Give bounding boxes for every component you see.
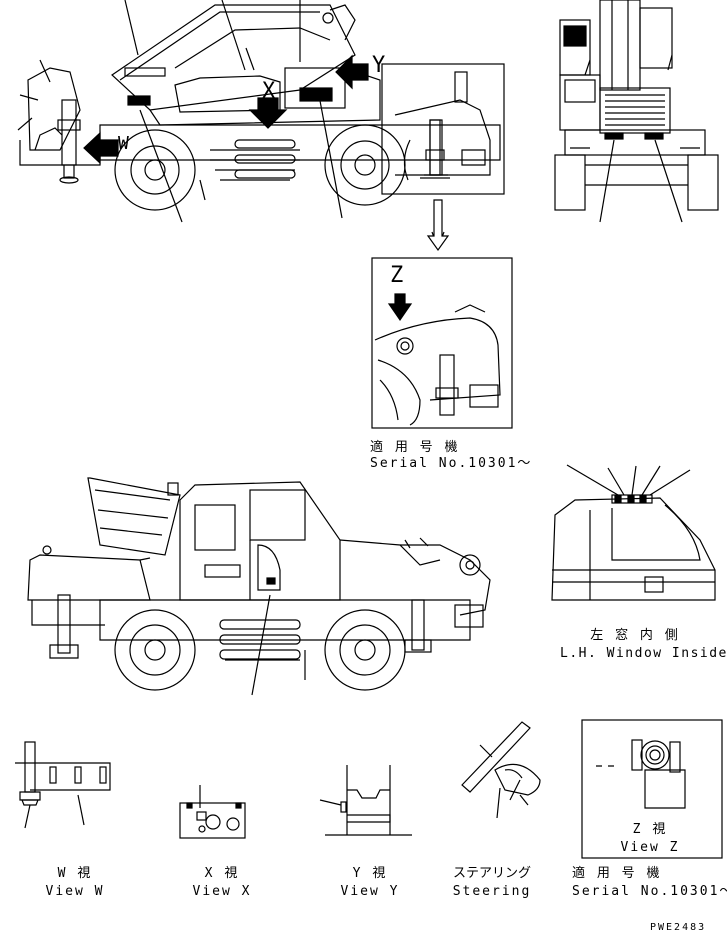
crane-front-view [554, 0, 719, 223]
lh-window-view [551, 464, 716, 601]
view-x-label-en: View X [192, 884, 252, 899]
callout-y: Y [372, 53, 386, 78]
view-z-label-jp: Z 視 [632, 822, 668, 837]
steering-label-en: Steering [452, 884, 532, 899]
view-x-label-jp: X 視 [204, 866, 240, 881]
view-z-label-en: View Z [620, 840, 680, 855]
callout-x: X [262, 79, 276, 104]
view-y-label-en: View Y [340, 884, 400, 899]
callout-z: Z [390, 263, 404, 288]
serial-applicable-label-1: 適 用 号 機 [370, 440, 460, 455]
view-w-label-jp: W 視 [57, 866, 93, 881]
crane-side-view-bottom [27, 477, 491, 696]
lh-window-label-jp: 左 窓 内 側 [590, 628, 680, 643]
view-w-label-en: View W [45, 884, 105, 899]
view-x-detail [179, 785, 246, 839]
lh-window-label-en: L.H. Window Inside [560, 646, 727, 661]
inset-front-detail [381, 63, 505, 252]
callout-w: W [118, 133, 129, 154]
view-z-detail [581, 719, 723, 859]
view-y-detail [319, 765, 412, 836]
serial-applicable-label-2: 適 用 号 機 [572, 866, 662, 881]
serial-number-2: Serial No.10301～ [572, 884, 727, 899]
view-y-label-jp: Y 視 [352, 866, 388, 881]
inset-z-view [371, 257, 513, 429]
view-w-detail [15, 741, 111, 829]
drawing-code: PWE2483 [650, 922, 707, 933]
crane-side-view-top [17, 0, 501, 223]
steering-detail [461, 721, 541, 819]
steering-label-jp: ステアリング [452, 866, 531, 881]
serial-number-1: Serial No.10301～ [370, 456, 533, 471]
